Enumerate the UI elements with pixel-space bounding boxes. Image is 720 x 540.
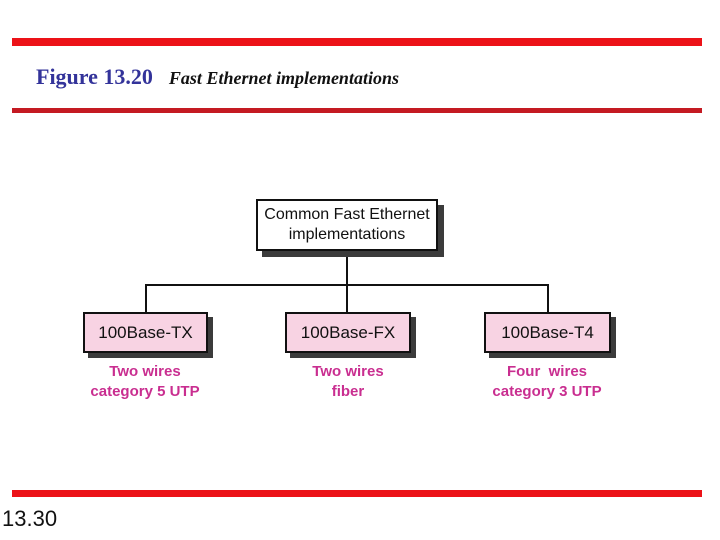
- root-node-common-fast-ethernet: Common Fast Ethernet implementations: [256, 199, 438, 251]
- connector-stub-left: [145, 284, 147, 313]
- title-underline-rule: [12, 108, 702, 113]
- leaf-node-100base-t4: 100Base-T4: [484, 312, 611, 353]
- leaf-node-100base-tx: 100Base-TX: [83, 312, 208, 353]
- leaf-node-100base-fx: 100Base-FX: [285, 312, 411, 353]
- connector-stub-middle: [346, 284, 348, 313]
- figure-label: Figure 13.20: [36, 64, 153, 89]
- figure-heading: Figure 13.20 Fast Ethernet implementatio…: [36, 64, 399, 90]
- top-rule: [12, 38, 702, 46]
- figure-title: Fast Ethernet implementations: [168, 68, 399, 88]
- caption-100base-t4: Four wires category 3 UTP: [492, 363, 602, 400]
- connector-stub-right: [547, 284, 549, 313]
- caption-100base-tx: Two wires category 5 UTP: [90, 363, 200, 400]
- caption-100base-fx: Two wires fiber: [312, 363, 384, 400]
- connector-root-vertical: [346, 251, 348, 285]
- page-number: 13.30: [2, 506, 58, 531]
- bottom-rule: [12, 490, 702, 497]
